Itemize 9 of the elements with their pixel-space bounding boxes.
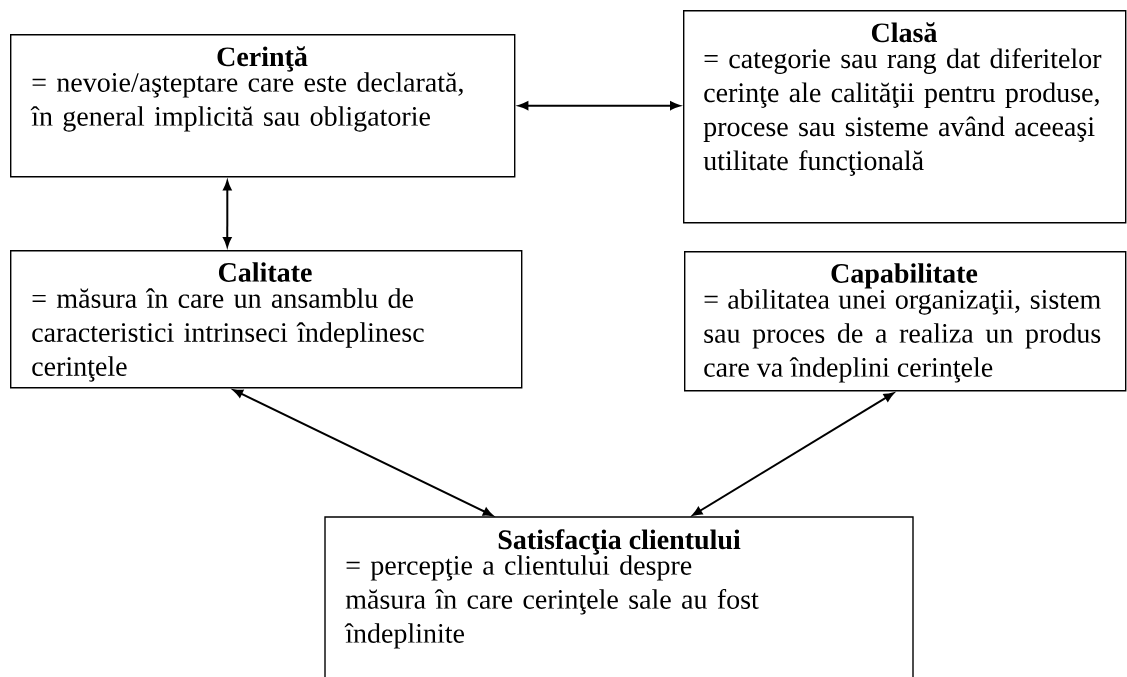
definition-box: Satisfacţia clientului = percepţie a clientului despre măsura în care cerinţele sale au fost îndeplinite: [324, 516, 914, 677]
definition-box: Cerinţă = nevoie/aşteptare care este declarată, în general implicită sau obligatorie: [10, 34, 516, 178]
double-arrow: [223, 180, 232, 247]
definition-box: Capabilitate = abilitatea unei organizaţii, sistem sau proces de a realiza un produs care va îndeplini cerinţele: [684, 251, 1127, 392]
double-arrow: [518, 101, 680, 110]
definition-box: Calitate = măsura în care un ansamblu de caracteristici intrinseci îndeplinesc cerinţele: [10, 250, 523, 389]
double-arrow: [232, 389, 493, 517]
double-arrow: [692, 392, 894, 516]
definition-box: Clasă = categorie sau rang dat diferitelor cerinţe ale calităţii pentru produse, procese sau sisteme având aceeaşi utilitate funcţională: [683, 10, 1127, 224]
